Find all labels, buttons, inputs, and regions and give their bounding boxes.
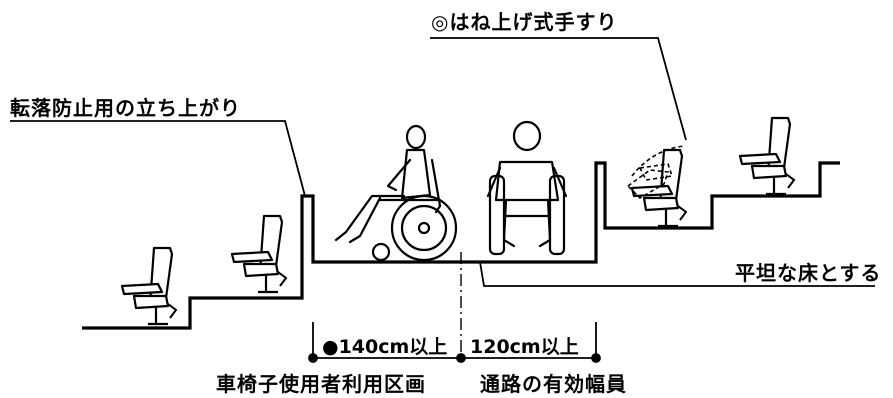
label-fall-prevention: 転落防止用の立ち上がり (10, 96, 241, 120)
wheelchair-user-side-icon (334, 124, 458, 262)
caption-aisle: 通路の有効幅員 (480, 372, 627, 396)
floor-profile (82, 161, 840, 330)
seat-upper-2 (738, 116, 796, 196)
label-flat-floor: 平坦な床とする (735, 261, 882, 285)
label-flip-up-handrail: ◎はね上げ式手すり (431, 10, 618, 34)
label-wheelchair-area-width: ●140cm以上 (322, 336, 448, 358)
seat-upper-1 (630, 148, 688, 228)
caption-wheelchair-area: 車椅子使用者利用区画 (216, 372, 426, 396)
seat-lower-1 (120, 246, 178, 326)
flip-up-seat-icon (626, 145, 685, 200)
label-aisle-width: 120cm以上 (470, 336, 579, 358)
dimension-lines (308, 322, 601, 363)
leader-lines (10, 37, 875, 287)
wheelchair-user-front-icon (486, 120, 568, 256)
seat-lower-2 (230, 214, 288, 294)
